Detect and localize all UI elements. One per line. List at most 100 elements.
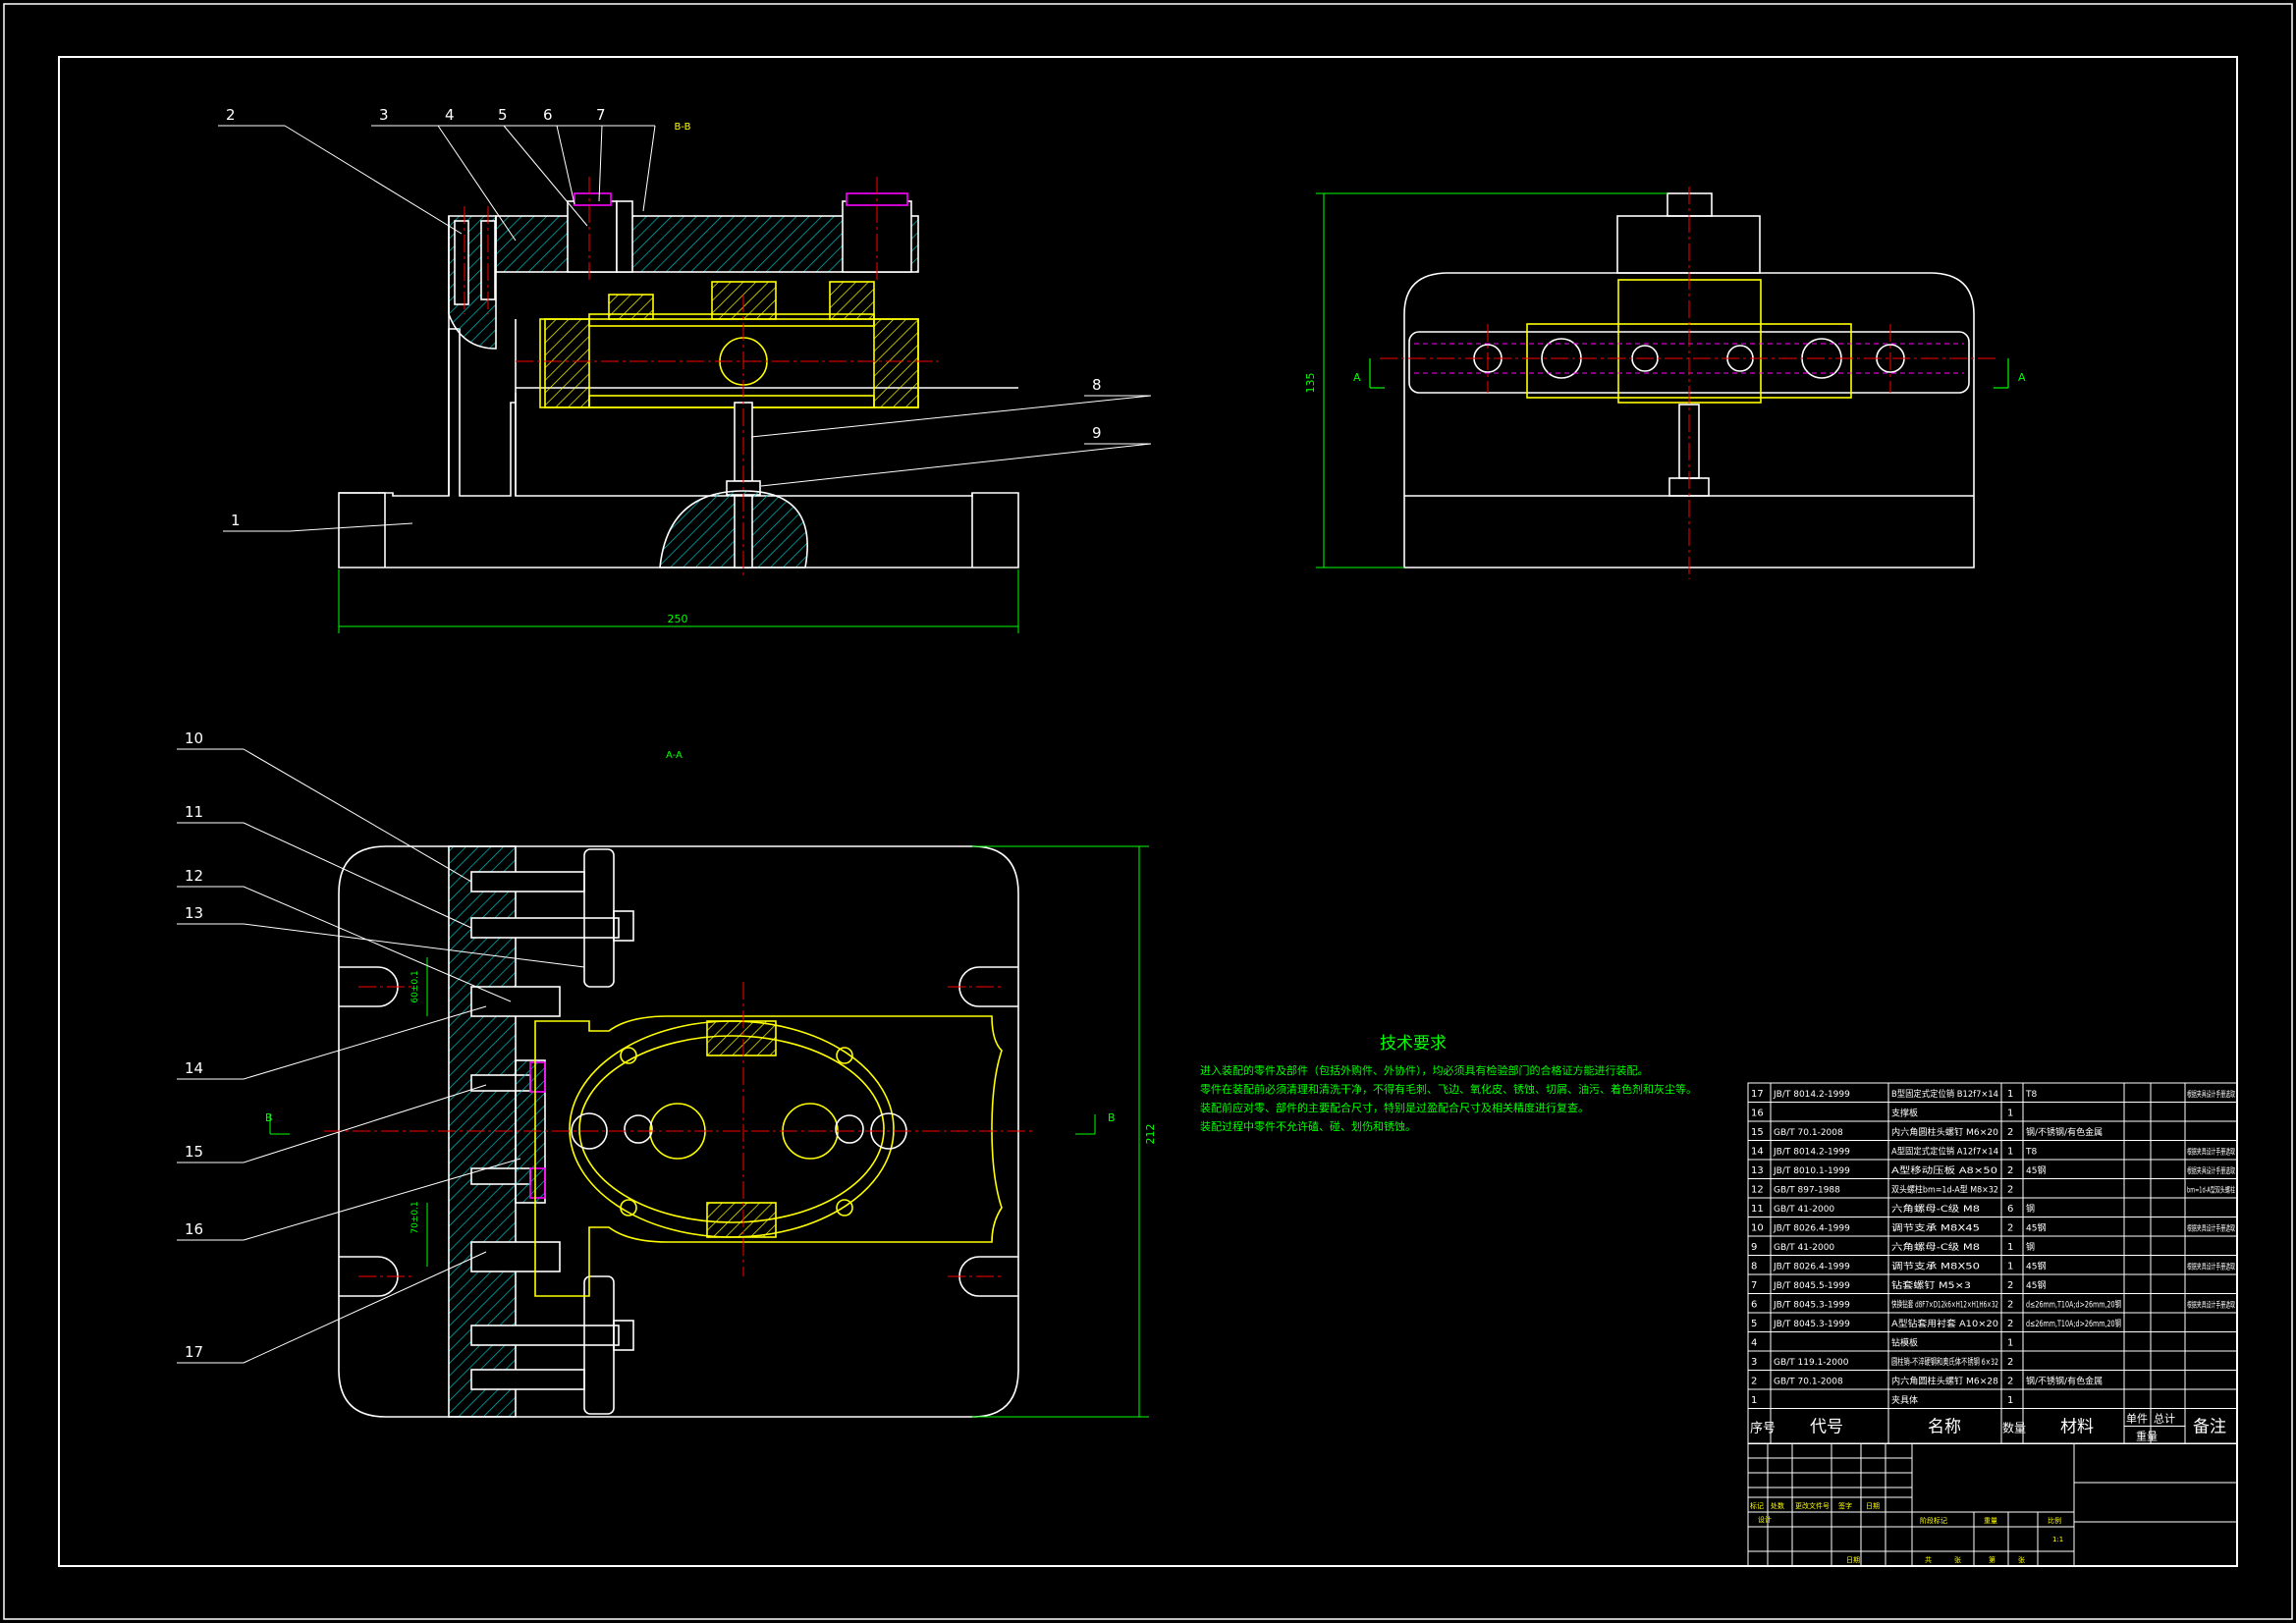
bom-row-material: 45钢 <box>2026 1222 2046 1234</box>
bom-row-no: 9 <box>1751 1242 1757 1253</box>
bom-row-code: JB/T 8026.4-1999 <box>1773 1263 1850 1272</box>
bom-row-no: 13 <box>1751 1165 1764 1176</box>
svg-text:1:1: 1:1 <box>2052 1536 2063 1543</box>
bom-row-material: T8 <box>2025 1090 2037 1100</box>
bom-header-name: 名称 <box>1928 1418 1961 1437</box>
bom-row-no: 6 <box>1751 1300 1757 1311</box>
front-section-view <box>338 177 1019 579</box>
bom-row-note: 根据夹具设计手册选取 <box>2187 1165 2235 1175</box>
svg-text:处数: 处数 <box>1771 1501 1784 1510</box>
bom-row-code: JB/T 8010.1-1999 <box>1773 1166 1850 1176</box>
balloon-6: 6 <box>543 106 553 124</box>
bom-row-name: A型移动压板 A8×50 <box>1891 1164 1997 1176</box>
bom-row-qty: 1 <box>2007 1147 2013 1158</box>
bom-row-no: 12 <box>1751 1185 1764 1196</box>
bom-row-material: 钢 <box>2026 1241 2035 1253</box>
front-width-dimension <box>338 569 1019 633</box>
bom-row-material: 钢/不锈钢/有色金属 <box>2026 1376 2103 1387</box>
plan-dimensions <box>269 845 1149 1418</box>
bom-row-qty: 2 <box>2007 1165 2013 1176</box>
bom-row-no: 14 <box>1751 1147 1764 1158</box>
bom-row-name: 调节支承 M8X45 <box>1891 1222 1980 1234</box>
svg-text:日期: 日期 <box>1846 1556 1860 1564</box>
section-a-markers <box>1369 358 2009 389</box>
bom-row-no: 2 <box>1751 1377 1757 1387</box>
bom-row-note: 根据夹具设计手册选取 <box>2187 1300 2235 1310</box>
plan-body-outline <box>338 845 1019 1418</box>
bom-row-qty: 2 <box>2007 1185 2013 1196</box>
bom-row-material: 45钢 <box>2026 1164 2046 1176</box>
bom-row-name: 内六角圆柱头螺钉 M6×28 <box>1891 1376 1998 1387</box>
bom-row-name: 圆柱销-不淬硬钢和奥氏体不锈钢 6×32 <box>1891 1356 1998 1368</box>
svg-text:签字: 签字 <box>1838 1501 1852 1510</box>
bom-row-code: JB/T 8045.3-1999 <box>1773 1301 1850 1311</box>
tech-note-1: 进入装配的零件及部件（包括外购件、外协件），均必须具有检验部门的合格证方能进行装… <box>1200 1064 1649 1077</box>
cut-b-right: B <box>1108 1111 1116 1124</box>
svg-text:日期: 日期 <box>1866 1502 1880 1510</box>
bom-row-qty: 2 <box>2007 1319 2013 1329</box>
bom-row-no: 17 <box>1751 1089 1764 1100</box>
front-width-value: 250 <box>668 613 688 625</box>
bom-row-qty: 2 <box>2007 1127 2013 1138</box>
bom-row-name: 快换钻套 d8F7×D12k6×H12×H1H6×32 <box>1891 1299 1998 1311</box>
balloon-17: 17 <box>185 1343 203 1361</box>
bom-row-material: d≤26mm,T10A;d>26mm,20钢 <box>2026 1299 2121 1311</box>
bom-header-mass: 重量 <box>2136 1430 2158 1443</box>
bom-row-name: A型钻套用衬套 A10×20 <box>1891 1318 1998 1329</box>
bom-row-name: 内六角圆柱头螺钉 M6×20 <box>1891 1126 1998 1138</box>
balloon-8: 8 <box>1092 376 1102 394</box>
bom-header-code: 代号 <box>1810 1418 1843 1437</box>
bom-row-no: 4 <box>1751 1338 1757 1349</box>
bom-row-material: T8 <box>2025 1148 2037 1158</box>
cut-b-left: B <box>265 1111 273 1124</box>
bom-row-name: 六角螺母-C级 M8 <box>1891 1241 1980 1253</box>
bom-row-no: 1 <box>1751 1395 1757 1406</box>
bom-row-qty: 1 <box>2007 1338 2013 1349</box>
svg-text:阶段标记: 阶段标记 <box>1920 1516 1947 1525</box>
svg-text:标记: 标记 <box>1750 1501 1764 1510</box>
bom-row-qty: 2 <box>2007 1377 2013 1387</box>
bom-row-note: 根据夹具设计手册选取 <box>2187 1089 2235 1099</box>
svg-text:共: 共 <box>1925 1555 1932 1564</box>
bom-row-code: JB/T 8014.2-1999 <box>1773 1148 1850 1158</box>
small-dim-2: 70±0.1 <box>410 1201 420 1233</box>
side-height-value: 135 <box>1304 373 1317 394</box>
bom-header-material: 材料 <box>2060 1418 2094 1437</box>
balloon-16: 16 <box>185 1220 203 1238</box>
balloon-14: 14 <box>185 1059 203 1077</box>
bom-row-name: 夹具体 <box>1891 1394 1918 1406</box>
sheet-outer-border <box>3 3 2293 1620</box>
bom-row-no: 10 <box>1751 1223 1764 1234</box>
bom-row-qty: 6 <box>2007 1204 2013 1215</box>
side-body-outline <box>1403 272 1975 568</box>
balloon-4: 4 <box>445 106 455 124</box>
tech-requirements-title: 技术要求 <box>1380 1034 1447 1054</box>
bom-row-no: 3 <box>1751 1357 1757 1368</box>
bom-row-qty: 1 <box>2007 1395 2013 1406</box>
balloon-13: 13 <box>185 904 203 922</box>
bom-row-qty: 1 <box>2007 1089 2013 1100</box>
bom-row-code: GB/T 70.1-2008 <box>1774 1378 1843 1387</box>
svg-text:更改文件号: 更改文件号 <box>1795 1501 1830 1510</box>
svg-text:第: 第 <box>1989 1555 1995 1564</box>
bom-row-code: JB/T 8045.3-1999 <box>1773 1320 1850 1329</box>
bom-row-material: d≤26mm,T10A;d>26mm,20钢 <box>2026 1318 2121 1329</box>
bom-row-no: 5 <box>1751 1319 1757 1329</box>
balloon-15: 15 <box>185 1143 203 1161</box>
bom-row-qty: 1 <box>2007 1109 2013 1119</box>
bom-row-code: JB/T 8045.5-1999 <box>1773 1281 1850 1291</box>
bom-row-name: A型固定式定位销 A12f7×14 <box>1891 1146 1998 1158</box>
bom-row-material: 45钢 <box>2026 1261 2046 1272</box>
bom-row-material: 钢/不锈钢/有色金属 <box>2026 1126 2103 1138</box>
bom-row-name: 六角螺母-C级 M8 <box>1891 1203 1980 1215</box>
bom-header-unit: 单件 <box>2126 1413 2148 1426</box>
bom-row-qty: 2 <box>2007 1300 2013 1311</box>
svg-text:设计: 设计 <box>1758 1515 1772 1524</box>
bom-row-qty: 2 <box>2007 1280 2013 1291</box>
cut-a-right: A <box>2018 371 2026 384</box>
title-block <box>1747 1442 2238 1567</box>
bom-row-code: JB/T 8026.4-1999 <box>1773 1224 1850 1234</box>
bom-table-grid <box>1747 1082 2238 1444</box>
